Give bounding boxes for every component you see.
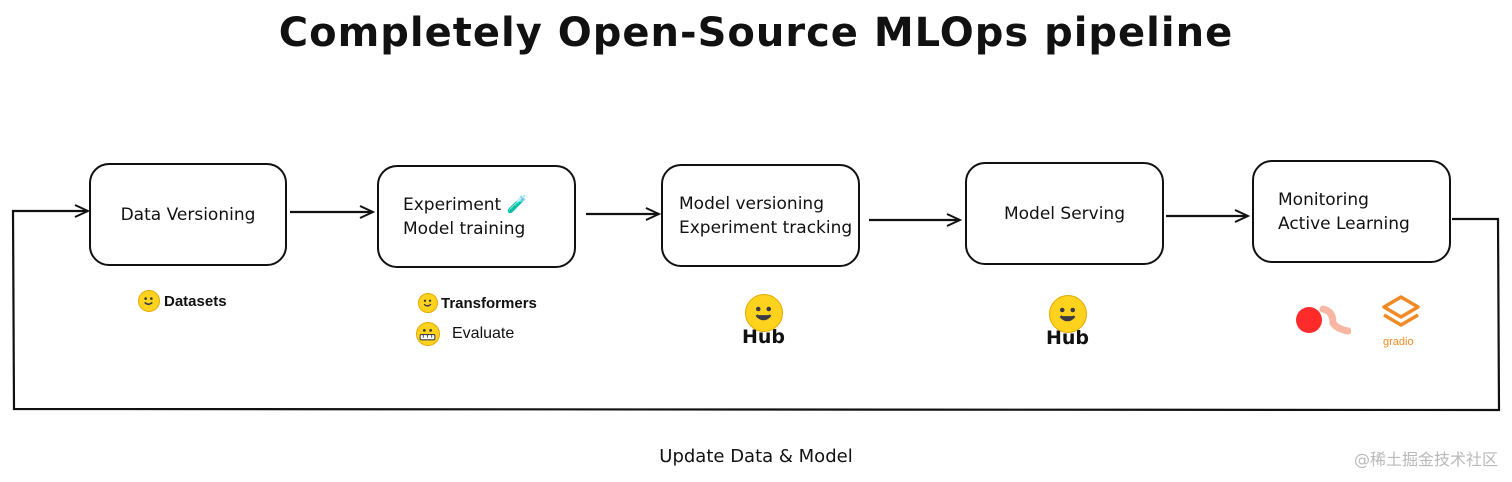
tool-label: Evaluate	[452, 325, 515, 342]
tool-label: Hub	[742, 326, 786, 348]
stage-monitoring-active-learning: Monitoring Active Learning	[1252, 160, 1451, 263]
hugging-face-icon	[418, 293, 438, 313]
tool-label: Transformers	[441, 294, 537, 312]
gradio-logo-icon	[1382, 295, 1420, 327]
tool-transformers: Transformers	[418, 293, 537, 313]
hugging-face-icon	[744, 294, 783, 332]
stage-label-line-2: Experiment tracking	[679, 217, 853, 238]
tool-hub-model-serving: Hub	[1046, 295, 1089, 349]
gradio-label: gradio	[1383, 336, 1414, 348]
tool-datasets: Datasets	[138, 290, 227, 312]
stage-label-line-2: Model training	[403, 218, 526, 239]
page-title: Completely Open-Source MLOps pipeline	[278, 10, 1234, 56]
stage-label: Model Serving	[1003, 203, 1126, 224]
tool-label: Datasets	[164, 292, 227, 310]
tool-hub-model-versioning: Hub	[742, 294, 785, 348]
stage-model-versioning-tracking: Model versioning Experiment tracking	[661, 164, 860, 267]
stage-label: Data Versioning	[120, 204, 256, 225]
feedback-loop	[11, 211, 1501, 412]
streamlit-logo-icon	[1296, 305, 1351, 335]
stage-label-line-1: Experiment 🧪	[403, 194, 528, 215]
stage-label-line-2: Active Learning	[1278, 213, 1410, 234]
watermark: @稀土掘金技术社区	[1353, 450, 1498, 469]
hugging-face-icon	[1048, 295, 1087, 333]
stage-data-versioning: Data Versioning	[89, 163, 287, 266]
hugging-face-evaluate-icon	[416, 322, 440, 346]
hugging-face-icon	[138, 290, 160, 312]
loop-label: Update Data & Model	[659, 446, 853, 467]
tool-label: Hub	[1046, 327, 1090, 349]
stage-label-line-1: Monitoring	[1278, 189, 1369, 210]
stage-label-line-1: Model versioning	[679, 193, 824, 214]
stage-model-serving: Model Serving	[965, 162, 1164, 265]
stage-experiment-model-training: Experiment 🧪 Model training	[377, 165, 576, 268]
tool-evaluate: Evaluate	[416, 322, 514, 346]
